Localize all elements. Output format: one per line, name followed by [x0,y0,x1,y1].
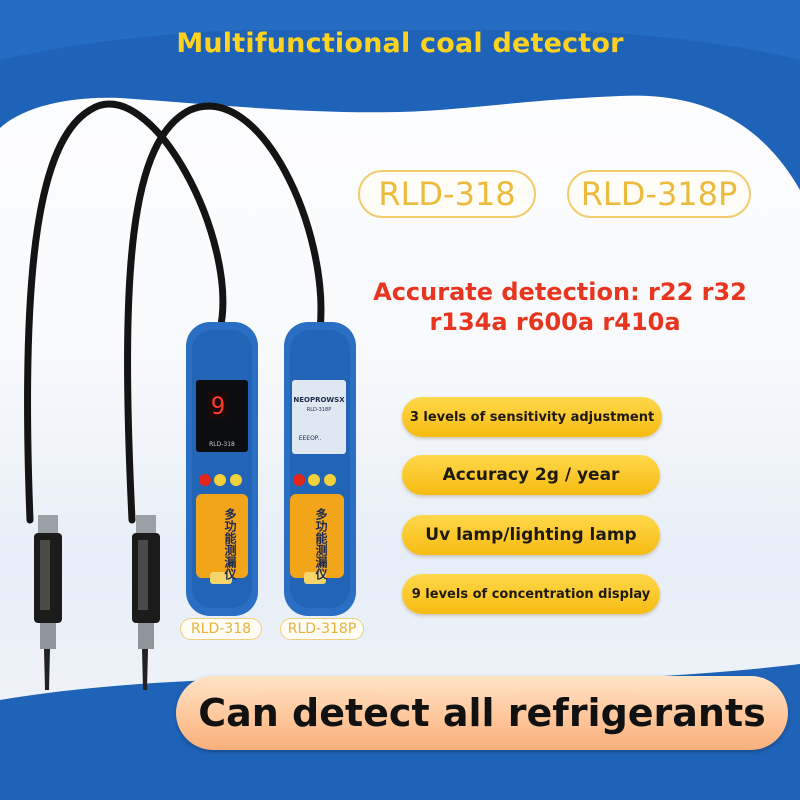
model-pill-rld-318: RLD-318 [358,170,536,218]
refrigerant-banner: Can detect all refrigerants [176,676,788,750]
feature-accuracy: Accuracy 2g / year [402,455,660,495]
right-hose [124,102,325,524]
model-pill-rld-318p: RLD-318P [567,170,751,218]
feature-uv-lamp: Uv lamp/lighting lamp [402,515,660,555]
left-device [186,322,258,616]
left-screen-caption: RLD-318 [209,441,235,448]
right-body-text: 多功能测漏仪 [314,507,328,581]
right-screen-model: RLD-318P [307,407,331,413]
left-body-text: 多功能测漏仪 [223,507,237,581]
right-device [284,322,356,616]
detection-line-1: Accurate detection: r22 r32 [373,278,747,306]
top-wave-band [0,0,800,190]
left-hose [24,100,227,524]
feature-sensitivity: 3 levels of sensitivity adjustment [402,397,662,437]
right-probe [132,515,160,690]
detection-line-2: r134a r600a r410a [429,308,681,336]
page-title: Multifunctional coal detector [176,28,624,59]
device-label-rld-318p: RLD-318P [280,618,364,640]
left-probe [34,515,62,690]
right-screen-status: EEEOP.. [299,435,322,442]
left-display-digit: 9 [211,392,225,420]
feature-concentration: 9 levels of concentration display [402,574,660,614]
device-label-rld-318: RLD-318 [180,618,262,640]
right-screen-brand: NEOPROWSX [293,396,345,404]
